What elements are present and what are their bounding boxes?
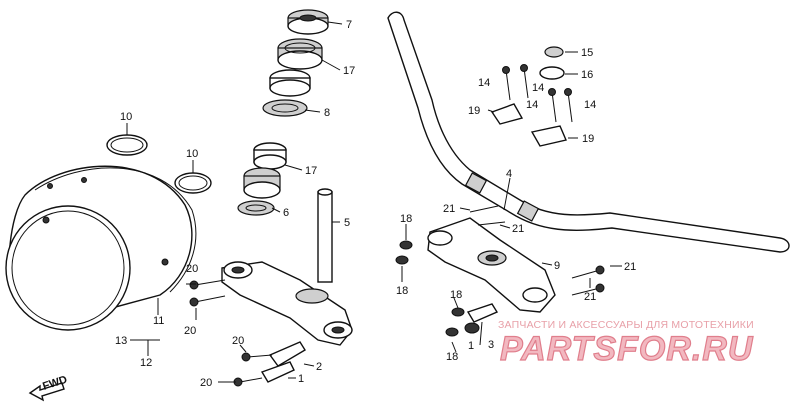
callout-17-bottom: 17	[305, 165, 317, 177]
callout-10-left: 10	[120, 111, 132, 123]
callout-21-b: 21	[512, 223, 524, 235]
watermark: ЗАПЧАСТИ И АКСЕССУАРЫ ДЛЯ МОТОТЕХНИКИ PA…	[498, 319, 754, 369]
callout-19-b: 19	[582, 133, 594, 145]
callout-1-right: 1	[468, 340, 474, 352]
callout-9: 9	[554, 260, 560, 272]
callout-7: 7	[346, 19, 352, 31]
headlight-rim-ring-left	[106, 134, 148, 156]
handlebar	[387, 11, 790, 253]
bracket-pinch-bolts	[469, 205, 605, 296]
callout-14-a: 14	[478, 77, 490, 89]
lower-race	[253, 142, 287, 170]
cable-guide-clamp	[233, 341, 306, 387]
leader-lines	[126, 21, 622, 383]
steering-stem	[221, 188, 353, 346]
callout-14-d: 14	[584, 99, 596, 111]
callout-17-top: 17	[343, 65, 355, 77]
callout-20-b: 20	[184, 325, 196, 337]
watermark-logo: PARTSFOR.RU	[500, 330, 754, 368]
dust-seal	[262, 99, 308, 117]
watermark-subtitle: ЗАПЧАСТИ И АКСЕССУАРЫ ДЛЯ МОТОТЕХНИКИ	[498, 319, 754, 331]
callout-5: 5	[344, 217, 350, 229]
headlight-rim-ring-right	[174, 172, 212, 194]
callout-6: 6	[283, 207, 289, 219]
callout-20-a: 20	[186, 263, 198, 275]
lower-dust-seal	[237, 200, 275, 216]
callout-14-c: 14	[526, 99, 538, 111]
headlight-assembly	[5, 165, 197, 331]
lower-bracket-bolts	[189, 279, 226, 307]
callout-4: 4	[506, 168, 512, 180]
callout-20-c: 20	[232, 335, 244, 347]
callout-13: 13	[115, 335, 127, 347]
forward-direction-indicator: FWD	[28, 374, 69, 402]
callout-16: 16	[581, 69, 593, 81]
callout-21-a: 21	[443, 203, 455, 215]
callout-8: 8	[324, 107, 330, 119]
callout-18-d: 18	[446, 351, 458, 363]
callout-20-d: 20	[200, 377, 212, 389]
bracket-nuts	[395, 240, 480, 337]
callout-2: 2	[316, 361, 322, 373]
upper-bracket	[427, 217, 556, 313]
holder-bolts	[502, 64, 573, 123]
forward-arrow-icon	[28, 382, 65, 402]
callout-10-right: 10	[186, 148, 198, 160]
callout-3: 3	[488, 339, 494, 351]
callout-18-b: 18	[396, 285, 408, 297]
callout-15: 15	[581, 47, 593, 59]
callout-18-c: 18	[450, 289, 462, 301]
upper-race	[269, 69, 311, 97]
small-clamp	[466, 303, 499, 323]
lower-bearing	[243, 167, 281, 199]
callout-21-c: 21	[624, 261, 636, 273]
upper-holder-cap	[490, 46, 567, 147]
upper-bearing	[277, 38, 323, 70]
callout-18-a: 18	[400, 213, 412, 225]
callout-labels: 7 17 8 17 6 5 10 10 11 13 12 20 20 20 20…	[115, 19, 636, 389]
steering-stem-nut	[287, 9, 329, 35]
callout-11: 11	[153, 315, 164, 327]
callout-1-left: 1	[298, 373, 304, 385]
callout-14-b: 14	[532, 82, 544, 94]
callout-19-a: 19	[468, 105, 480, 117]
callout-12: 12	[140, 357, 152, 369]
callout-21-d: 21	[584, 291, 596, 303]
